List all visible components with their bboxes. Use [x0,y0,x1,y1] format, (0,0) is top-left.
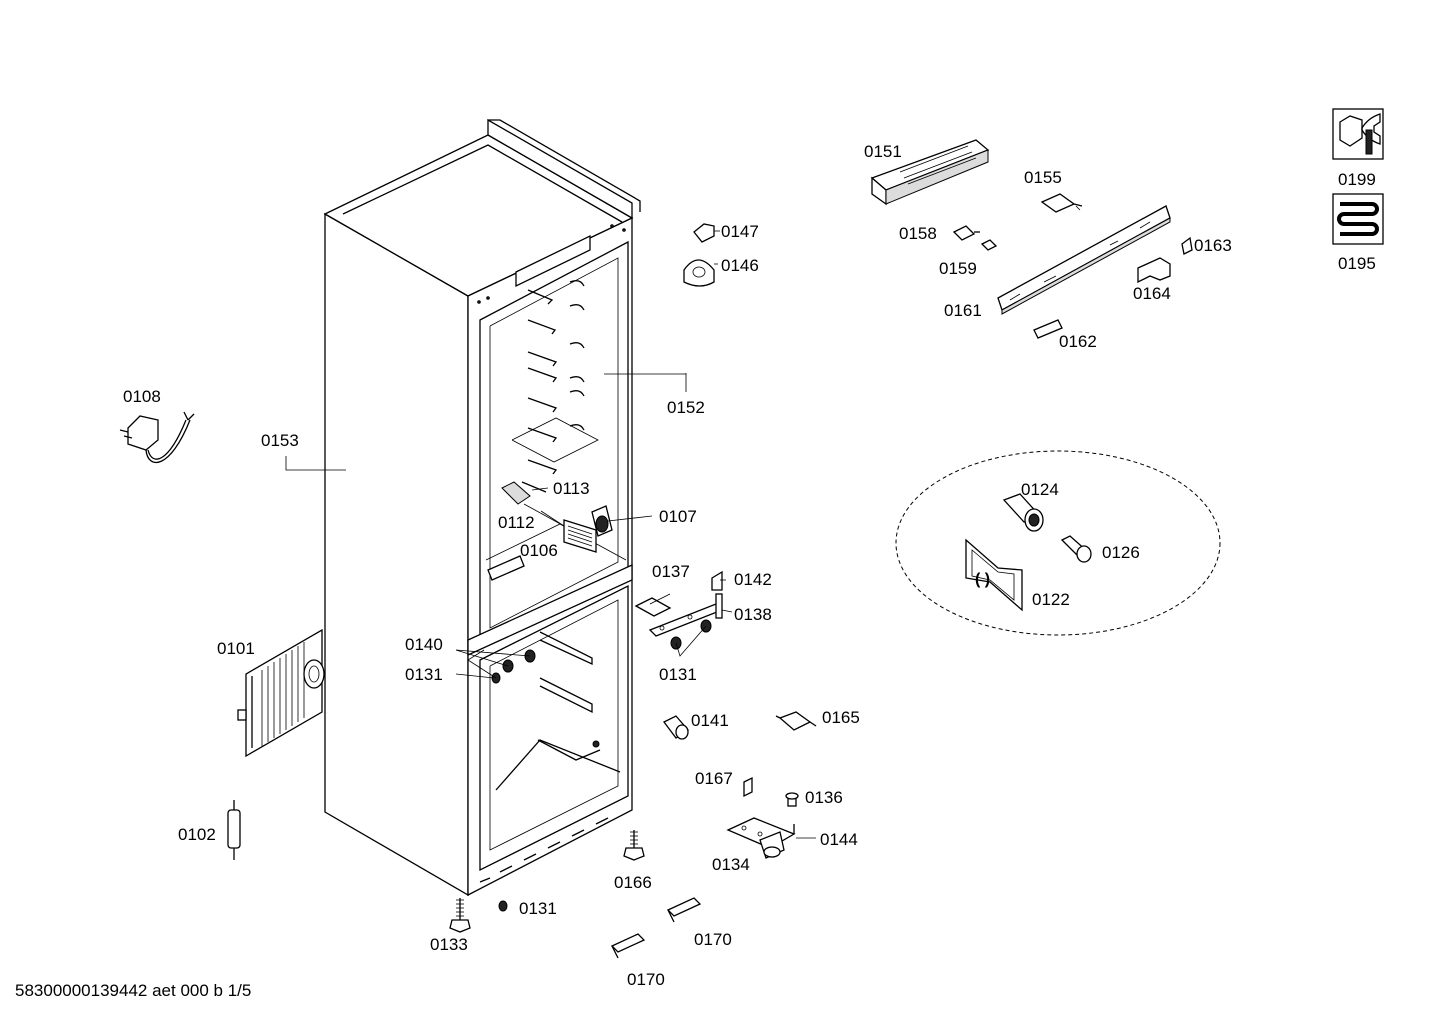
label-0126: 0126 [1102,543,1140,562]
label-0138: 0138 [734,605,772,624]
label-0151: 0151 [864,142,902,161]
label-0162: 0162 [1059,332,1097,351]
label-0136: 0136 [805,788,843,807]
adjustable-foot-part [449,830,645,933]
nut-and-wrench-icon [1332,108,1384,160]
label-0112: 0112 [498,513,535,532]
label-0166: 0166 [614,873,652,892]
spacer-part [227,800,241,860]
label-0124: 0124 [1021,480,1059,499]
mounting-bracket-part [610,897,702,959]
label-0131-a: 0131 [405,665,443,684]
label-0170-b: 0170 [627,970,665,989]
light-strip-part [997,205,1171,315]
label-0155: 0155 [1024,168,1062,187]
label-0122: 0122 [1032,590,1070,609]
label-0140: 0140 [405,635,443,654]
label-0101: 0101 [217,639,255,658]
heating-coil-icon [1332,193,1384,245]
label-0141: 0141 [691,711,729,730]
label-0167: 0167 [695,769,733,788]
clip-part [683,223,715,287]
label-0102: 0102 [178,825,216,844]
label-0199: 0199 [1338,170,1376,189]
label-0113: 0113 [553,479,590,498]
roller-part [663,715,689,740]
label-0133: 0133 [430,935,468,954]
label-0161: 0161 [944,301,982,320]
label-0142: 0142 [734,570,772,589]
lamp-socket-part [1002,493,1092,563]
control-panel-part [870,139,990,206]
cabinet-body [323,118,641,897]
label-0144: 0144 [820,830,858,849]
label-0170-a: 0170 [694,930,732,949]
control-assembly-part [501,481,613,553]
power-cord-part [119,411,195,464]
label-0165: 0165 [822,708,860,727]
label-0146: 0146 [721,256,759,275]
bottom-hinge-part [726,817,796,859]
part-labels: 0101 0102 0106 0107 0108 0112 0113 0122 … [123,142,1376,989]
rear-grille-part [237,628,325,758]
label-0134: 0134 [712,855,750,874]
label-0106: 0106 [520,541,558,560]
lamp-cover-part: ( ) [965,538,1023,612]
label-0163: 0163 [1194,236,1232,255]
label-0164: 0164 [1133,284,1171,303]
label-0158: 0158 [899,224,937,243]
svg-text:( ): ( ) [975,571,990,588]
cover-part [1033,236,1193,339]
document-reference: 58300000139442 aet 000 b 1/5 [15,981,252,1000]
hinge-pin-part [743,776,799,807]
label-0195: 0195 [1338,254,1376,273]
label-0108: 0108 [123,387,161,406]
label-0147: 0147 [721,222,759,241]
label-0107: 0107 [659,507,697,526]
optional-parts-group [895,450,1221,636]
label-0159: 0159 [939,259,977,278]
label-0131-b: 0131 [659,665,697,684]
label-0152: 0152 [667,398,705,417]
sensor-part [952,193,1083,251]
label-0153: 0153 [261,431,299,450]
label-0131-c: 0131 [519,899,557,918]
leader-lines [285,205,1081,839]
label-0137: 0137 [652,562,690,581]
door-switch-part [775,711,817,731]
